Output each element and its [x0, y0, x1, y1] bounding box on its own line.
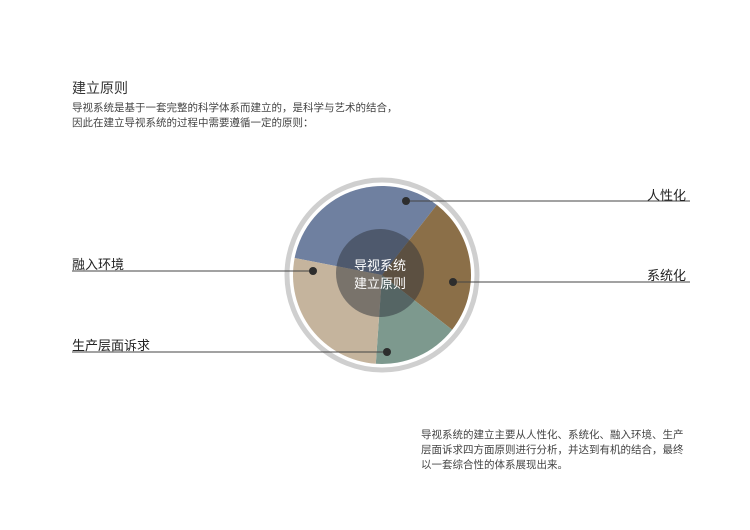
center-line-2: 建立原则	[354, 277, 406, 292]
label-environment: 融入环境	[72, 258, 125, 273]
intro-text: 导视系统是基于一套完整的科学体系而建立的，是科学与艺术的结合， 因此在建立导视系…	[72, 101, 398, 131]
dot-environment	[309, 267, 317, 275]
dot-system	[449, 278, 457, 286]
center-line-1: 导视系统	[354, 259, 406, 274]
intro-line-1: 导视系统是基于一套完整的科学体系而建立的，是科学与艺术的结合，	[72, 102, 398, 114]
dot-humanity	[402, 197, 410, 205]
label-system: 系统化	[647, 269, 687, 284]
intro-line-2: 因此在建立导视系统的过程中需要遵循一定的原则：	[72, 117, 314, 129]
section-title: 建立原则	[72, 81, 128, 97]
summary-line-2: 层面诉求四方面原则进行分析，并达到有机的结合，最终	[421, 444, 684, 456]
label-humanity: 人性化	[647, 189, 687, 204]
summary-line-1: 导视系统的建立主要从人性化、系统化、融入环境、生产	[421, 429, 684, 441]
dot-production	[383, 348, 391, 356]
slice-humanity	[294, 186, 437, 275]
summary-text: 导视系统的建立主要从人性化、系统化、融入环境、生产 层面诉求四方面原则进行分析，…	[421, 428, 684, 473]
outer-ring	[284, 177, 480, 373]
slice-system	[382, 204, 471, 330]
label-production: 生产层面诉求	[72, 339, 151, 354]
center-circle	[336, 229, 424, 317]
summary-line-3: 以一套综合性的体系展现出来。	[421, 459, 568, 471]
